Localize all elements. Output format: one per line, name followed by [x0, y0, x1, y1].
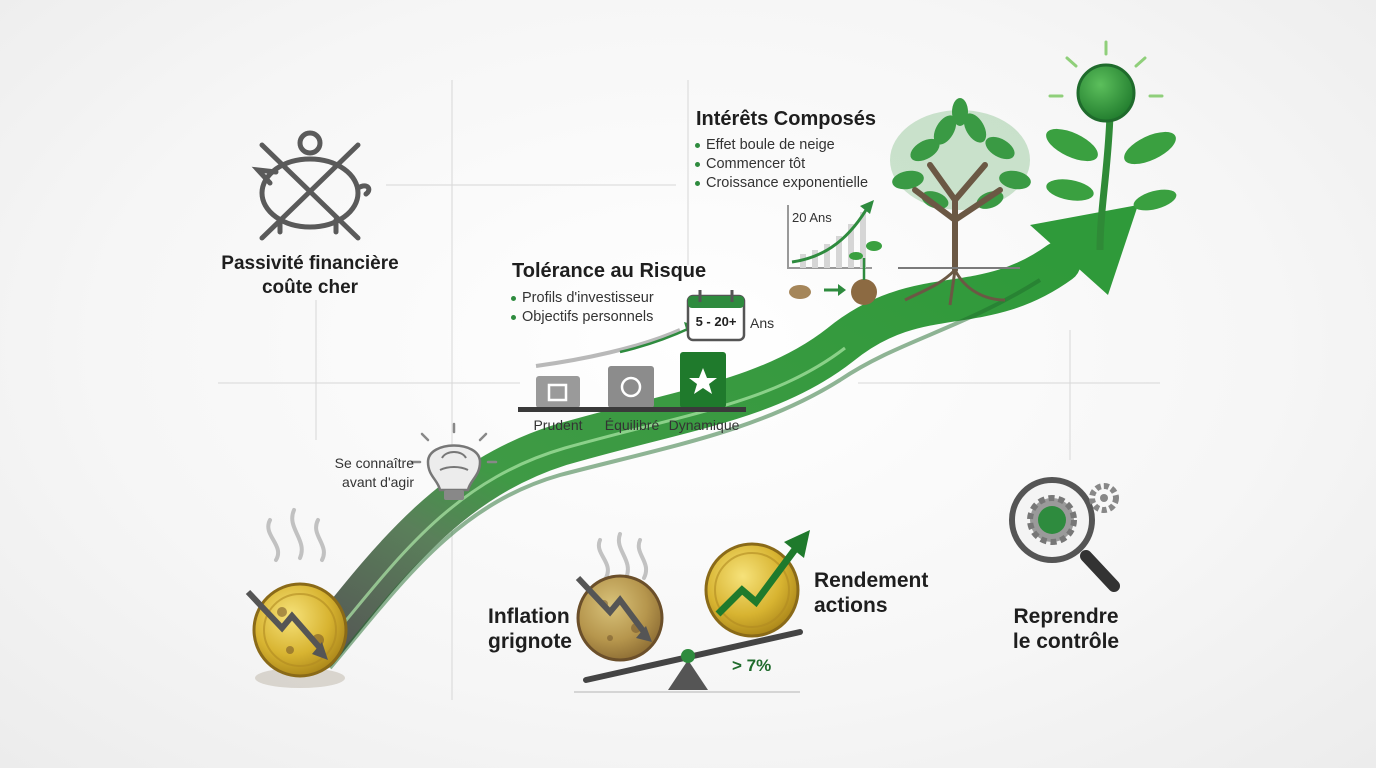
- profile-dynamic-label: Dynamique: [668, 417, 740, 433]
- horizon-value: 5 - 20+: [695, 314, 737, 329]
- compound-chart-label: 20 Ans: [792, 210, 832, 225]
- gold-coin-trend-icon: [704, 530, 810, 638]
- compound-bullet: Effet boule de neige: [694, 136, 868, 155]
- passivity-line1: Passivité financière: [221, 253, 399, 274]
- profile-prudent-label: Prudent: [533, 417, 583, 433]
- inflation-line1: Inflation: [488, 605, 570, 628]
- returns-rate: > 7%: [732, 656, 772, 675]
- compound-bullets: Effet boule de neige Commencer tôt Crois…: [694, 136, 868, 193]
- brain-lightbulb-icon: [410, 422, 498, 500]
- profile-balanced-label: Équilibré: [604, 417, 660, 433]
- falling-coin-icon: [245, 508, 348, 678]
- returns-label: Rendement actions: [814, 568, 928, 618]
- risk-title: Tolérance au Risque: [512, 260, 707, 282]
- arrow-head: [1030, 205, 1138, 295]
- crossed-piggy-bank-icon: [251, 130, 372, 241]
- returns-line1: Rendement: [814, 569, 929, 592]
- compound-title: Intérêts Composés: [696, 108, 877, 130]
- magnifier-gear-icon: [1009, 477, 1120, 592]
- passivity-label: Passivité financière coûte cher: [210, 252, 410, 300]
- passivity-line2: coûte cher: [261, 277, 359, 298]
- control-line2: le contrôle: [1012, 630, 1120, 653]
- control-line1: Reprendre: [1013, 605, 1119, 628]
- inflation-line2: grignote: [488, 630, 572, 653]
- compound-bullet: Croissance exponentielle: [694, 174, 868, 193]
- rusty-coin-icon: [575, 532, 664, 662]
- compound-bullet: Commencer tôt: [694, 155, 868, 174]
- inflation-label: Inflation grignote: [488, 604, 572, 654]
- self-knowledge-label: Se connaître avant d'agir: [318, 454, 414, 492]
- risk-bullet: Profils d'investisseur: [510, 289, 654, 308]
- self-knowledge-line2: avant d'agir: [342, 474, 414, 490]
- seed-to-sprout-icon: [789, 241, 882, 305]
- risk-trend-arrow: [535, 322, 698, 368]
- risk-profile-bars: [518, 352, 746, 412]
- calendar-icon: [686, 290, 746, 342]
- dollar-plant-icon: [1046, 40, 1177, 251]
- risk-bullets: Profils d'investisseur Objectifs personn…: [510, 289, 654, 327]
- guide-lines: [218, 80, 1160, 700]
- self-knowledge-line1: Se connaître: [334, 455, 414, 471]
- returns-line2: actions: [814, 594, 888, 617]
- compound-growth-chart: [787, 200, 874, 269]
- control-label: Reprendre le contrôle: [986, 604, 1146, 654]
- tree-icon: [890, 98, 1031, 306]
- horizon-unit: Ans: [750, 315, 775, 331]
- risk-bullet: Objectifs personnels: [510, 308, 654, 327]
- seesaw-icon: [574, 629, 803, 693]
